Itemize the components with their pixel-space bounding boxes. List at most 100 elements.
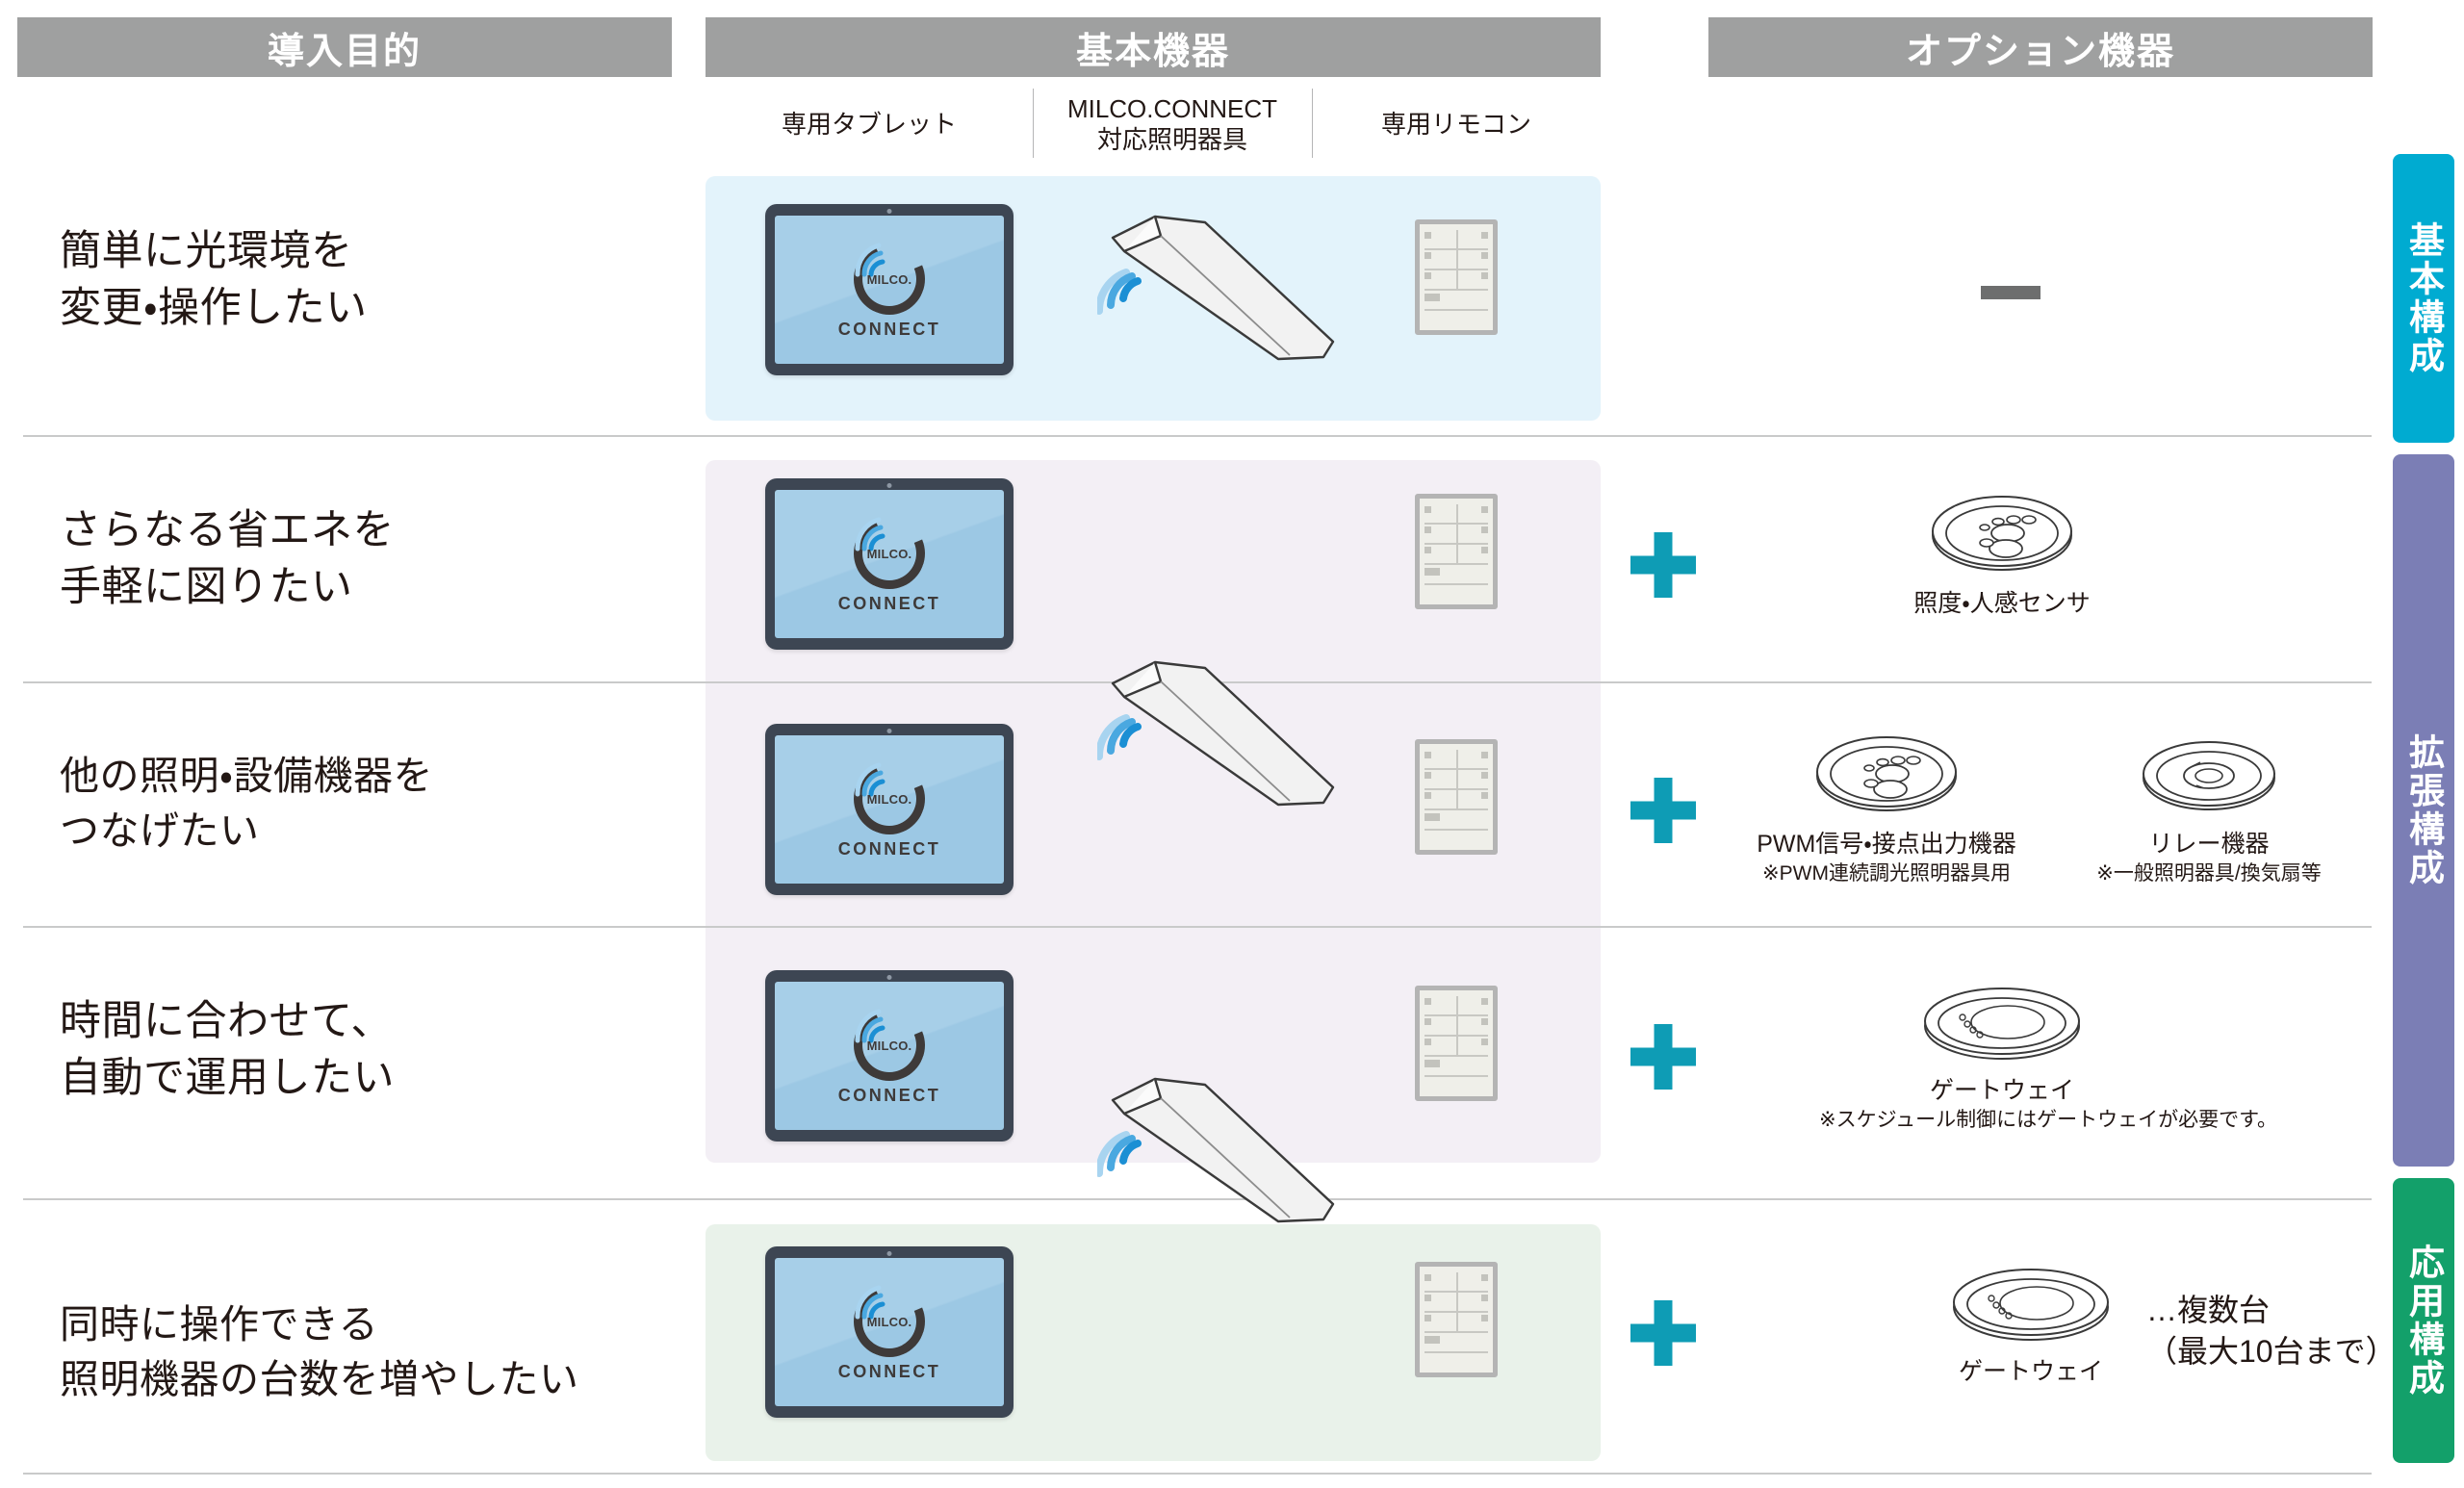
category-bar-applied: 応用構成 [2393,1178,2454,1463]
option-device-row-3-item-2: リレー機器 ※一般照明器具/換気扇等 [2065,731,2353,886]
purpose-line: 変更・操作したい [60,285,368,332]
option-note: ※スケジュール制御にはゲートウェイが必要です。 [1819,1108,2278,1131]
purpose-line: 自動で運用したい [60,1055,395,1102]
sub-header-remote: 専用リモコン [1380,109,1531,139]
lighting-fixture-icon [1097,1477,1386,1488]
remote-control-icon [1415,219,1498,335]
remote-control-row-5 [1415,1262,1498,1377]
remote-control-icon [1415,986,1498,1101]
gateway-icon [1923,988,2080,1060]
sub-header-tablet: 専用タブレット [781,109,957,139]
header-purpose: 導入目的 [17,17,672,77]
purpose-label-row-4: 時間に合わせて、 自動で運用したい [60,993,695,1108]
remote-control-row-1 [1415,219,1498,335]
lighting-fixture-icon [1094,660,1335,807]
category-label: 拡張構成 [2403,733,2444,887]
tablet-icon: MILCO. CONNECT [765,204,1014,375]
logo-product-text: CONNECT [837,839,941,859]
row-separator [23,1473,2372,1475]
side-note-line: …複数台 [2146,1293,2271,1327]
option-label: PWM信号・接点出力機器 [1757,831,2016,858]
logo-brand-text: MILCO. [866,271,912,287]
logo-product-text: CONNECT [837,320,941,339]
lighting-fixture-row-4 [1097,1477,1386,1488]
plus-connector-row-5 [1630,1300,1696,1366]
remote-control-row-3 [1415,739,1498,855]
row-separator [23,1198,2372,1200]
logo-product-text: CONNECT [837,1086,941,1105]
side-note-line: （最大10台まで） [2146,1333,2397,1369]
tablet-icon: MILCO. CONNECT [765,478,1014,650]
purpose-line: 同時に操作できる [60,1302,379,1347]
tablet-icon: MILCO. CONNECT [765,1246,1014,1418]
purpose-label-row-2: さらなる省エネを 手軽に図りたい [60,502,695,617]
header-basic-equipment: 基本機器 [706,17,1601,77]
milco-connect-logo-icon: MILCO. [842,1274,937,1369]
sub-header-divider-1 [1033,89,1034,158]
logo-brand-text: MILCO. [866,791,912,807]
logo-product-text: CONNECT [837,594,941,613]
milco-connect-logo-icon: MILCO. [842,752,937,846]
option-device-row-4-item-1: ゲートウェイ ※スケジュール制御にはゲートウェイが必要です。 [1819,978,2278,1133]
no-option-dash-row-1 [1981,286,2040,299]
logo-brand-text: MILCO. [866,546,912,561]
row-separator [23,435,2372,437]
tablet-screen: MILCO. CONNECT [775,216,1004,364]
tablet-device-row-5: MILCO. CONNECT [765,1246,1014,1418]
sub-header-fixture-line2: 対応照明器具 [1096,125,1247,154]
lighting-fixture-row-1 [1094,197,1386,369]
lighting-fixture-row-2 [1094,643,1386,814]
row-separator [23,926,2372,928]
plus-connector-row-3 [1630,778,1696,843]
tablet-device-row-2: MILCO. CONNECT [765,478,1014,650]
tablet-device-row-3: MILCO. CONNECT [765,724,1014,895]
lighting-fixture-icon [1094,215,1335,361]
purpose-line: 手軽に図りたい [60,564,353,611]
tablet-screen: MILCO. CONNECT [775,490,1004,638]
category-bar-basic: 基本構成 [2393,154,2454,443]
gateway-icon [1952,1269,2109,1341]
option-note: ※PWM連続調光照明器具用 [1762,861,2011,885]
purpose-line: 他の照明・設備機器を [60,754,433,798]
milco-connect-logo-icon: MILCO. [842,506,937,601]
header-option-equipment: オプション機器 [1708,17,2373,77]
milco-connect-logo-icon: MILCO. [842,232,937,326]
camera-dot-icon [886,729,892,733]
illuminance-motion-sensor-icon [1932,496,2072,571]
camera-dot-icon [886,1251,892,1256]
sub-header-fixture-line1: MILCO.CONNECT [1066,93,1278,123]
option-label: ゲートウェイ [1929,1077,2074,1104]
tablet-screen: MILCO. CONNECT [775,735,1004,884]
option-note: ※一般照明器具/換気扇等 [2096,861,2322,885]
option-label: ゲートウェイ [1958,1358,2103,1385]
logo-brand-text: MILCO. [866,1038,912,1053]
option-side-note-row-5: …複数台 （最大10台まで） [2146,1290,2397,1373]
remote-control-row-2 [1415,494,1498,609]
plus-connector-row-4 [1630,1024,1696,1090]
sub-header-row: 専用タブレット MILCO.CONNECT 対応照明器具 専用リモコン [706,87,1601,162]
remote-control-icon [1415,494,1498,609]
pwm-contact-output-device-icon [1816,736,1957,811]
tablet-device-row-4: MILCO. CONNECT [765,970,1014,1142]
sub-header-divider-2 [1312,89,1313,158]
lighting-fixture-icon [1094,1077,1335,1223]
category-label: 応用構成 [2403,1244,2444,1398]
purpose-line: 簡単に光環境を [60,228,353,274]
option-device-row-2-item-1: 照度・人感センサ [1848,491,2156,620]
relay-device-icon [2143,741,2275,810]
tablet-icon: MILCO. CONNECT [765,970,1014,1142]
remote-control-row-4 [1415,986,1498,1101]
camera-dot-icon [886,209,892,214]
tablet-screen: MILCO. CONNECT [775,1258,1004,1406]
purpose-label-row-5: 同時に操作できる 照明機器の台数を増やしたい [60,1297,733,1406]
milco-connect-logo-icon: MILCO. [842,998,937,1092]
logo-product-text: CONNECT [837,1362,941,1381]
lighting-fixture-row-3 [1094,1060,1386,1231]
tablet-icon: MILCO. CONNECT [765,724,1014,895]
purpose-line: 照明機器の台数を増やしたい [60,1356,579,1401]
option-device-row-3-item-1: PWM信号・接点出力機器 ※PWM連続調光照明器具用 [1723,731,2050,886]
option-label: 照度・人感センサ [1913,590,2091,617]
logo-brand-text: MILCO. [866,1314,912,1329]
sub-header-fixture: MILCO.CONNECT 対応照明器具 [1033,93,1312,156]
